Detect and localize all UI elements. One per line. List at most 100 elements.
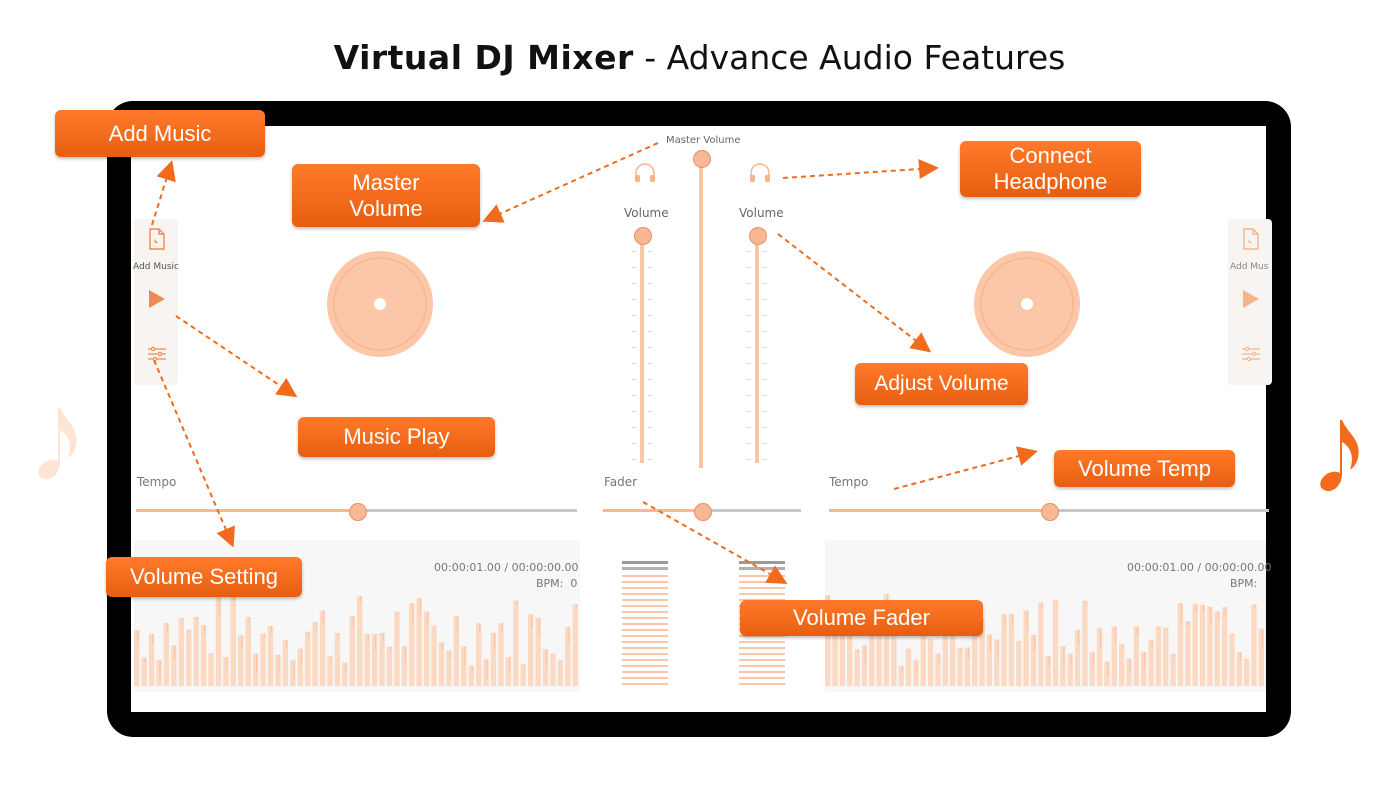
right-deck-bpm: BPM: <box>1230 577 1258 590</box>
volume-tick <box>632 283 636 284</box>
left-volume-track[interactable] <box>640 238 644 463</box>
volume-tick <box>632 267 636 268</box>
add-music-callout: Add Music <box>55 110 265 157</box>
page-heading: Virtual DJ Mixer - Advance Audio Feature… <box>0 38 1399 77</box>
left-deck-time: 00:00:01.00 / 00:00:00.00 <box>434 561 579 574</box>
volume-tick <box>763 299 767 300</box>
master-volume-knob[interactable] <box>693 150 711 168</box>
volume-tick <box>632 395 636 396</box>
slider-knob[interactable] <box>1041 503 1059 521</box>
master-volume-callout: Master Volume <box>292 164 480 227</box>
right-tempo-slider[interactable] <box>829 503 1269 521</box>
volume-temp-callout: Volume Temp <box>1054 450 1235 487</box>
volume-tick <box>632 459 636 460</box>
left-tempo-label: Tempo <box>137 475 177 489</box>
volume-tick <box>648 443 652 444</box>
volume-tick <box>747 251 751 252</box>
volume-tick <box>763 411 767 412</box>
volume-tick <box>648 251 652 252</box>
left-volume-label: Volume <box>624 206 669 220</box>
volume-fader-callout: Volume Fader <box>740 600 983 636</box>
play-icon[interactable] <box>1242 289 1260 309</box>
volume-tick <box>632 315 636 316</box>
volume-tick <box>648 283 652 284</box>
slider-fill <box>829 509 1049 512</box>
left-waveform[interactable] <box>134 591 580 686</box>
volume-tick <box>648 315 652 316</box>
right-volume-knob[interactable] <box>749 227 767 245</box>
volume-tick <box>747 347 751 348</box>
right-volume-track[interactable] <box>755 238 759 463</box>
volume-tick <box>763 251 767 252</box>
add-music-label: Add Music <box>133 262 179 272</box>
volume-tick <box>763 331 767 332</box>
volume-tick <box>747 459 751 460</box>
volume-tick <box>648 379 652 380</box>
headphone-icon[interactable] <box>633 163 657 183</box>
left-tempo-slider[interactable] <box>136 503 577 521</box>
slider-knob[interactable] <box>694 503 712 521</box>
volume-tick <box>747 379 751 380</box>
adjust-volume-callout: Adjust Volume <box>855 363 1028 405</box>
left-level-meter <box>622 561 668 685</box>
file-icon[interactable] <box>1242 228 1260 250</box>
volume-tick <box>648 459 652 460</box>
volume-tick <box>632 299 636 300</box>
volume-tick <box>632 331 636 332</box>
music-play-callout: Music Play <box>298 417 495 457</box>
volume-tick <box>747 331 751 332</box>
right-waveform[interactable] <box>825 591 1266 686</box>
volume-tick <box>747 427 751 428</box>
volume-tick <box>632 427 636 428</box>
file-icon[interactable] <box>148 228 166 250</box>
volume-tick <box>763 427 767 428</box>
volume-tick <box>648 299 652 300</box>
volume-tick <box>763 459 767 460</box>
volume-tick <box>747 363 751 364</box>
volume-tick <box>747 443 751 444</box>
left-deck-bpm: BPM: 0 <box>536 577 578 590</box>
volume-tick <box>763 395 767 396</box>
volume-tick <box>632 379 636 380</box>
volume-tick <box>632 347 636 348</box>
slider-knob[interactable] <box>348 503 367 521</box>
volume-tick <box>747 411 751 412</box>
volume-tick <box>763 443 767 444</box>
volume-tick <box>648 347 652 348</box>
music-note-icon <box>1320 420 1359 492</box>
right-side-panel: Add Mus <box>1228 219 1272 385</box>
volume-tick <box>632 251 636 252</box>
crossfader-slider[interactable] <box>603 503 801 521</box>
heading-bold: Virtual DJ Mixer <box>333 38 634 77</box>
master-volume-label: Master Volume <box>666 135 741 146</box>
right-deck-time: 00:00:01.00 / 00:00:00.00 <box>1127 561 1272 574</box>
play-icon[interactable] <box>148 289 166 309</box>
slider-fill <box>603 509 702 512</box>
master-volume-track[interactable] <box>699 156 703 468</box>
volume-tick <box>747 267 751 268</box>
right-turntable[interactable] <box>973 250 1081 358</box>
settings-sliders-icon[interactable] <box>147 346 167 362</box>
volume-tick <box>648 267 652 268</box>
settings-sliders-icon[interactable] <box>1241 346 1261 362</box>
volume-tick <box>747 299 751 300</box>
volume-tick <box>747 315 751 316</box>
volume-tick <box>632 411 636 412</box>
volume-tick <box>763 379 767 380</box>
volume-setting-callout: Volume Setting <box>106 557 302 597</box>
connect-headphone-callout: Connect Headphone <box>960 141 1141 197</box>
volume-tick <box>648 331 652 332</box>
right-tempo-label: Tempo <box>829 475 869 489</box>
right-volume-label: Volume <box>739 206 784 220</box>
volume-tick <box>747 283 751 284</box>
volume-tick <box>747 395 751 396</box>
volume-tick <box>648 363 652 364</box>
left-side-panel: Add Music <box>133 219 179 385</box>
left-volume-knob[interactable] <box>634 227 652 245</box>
volume-tick <box>763 363 767 364</box>
volume-tick <box>763 315 767 316</box>
volume-tick <box>648 427 652 428</box>
left-turntable[interactable] <box>326 250 434 358</box>
headphone-icon[interactable] <box>748 163 772 183</box>
